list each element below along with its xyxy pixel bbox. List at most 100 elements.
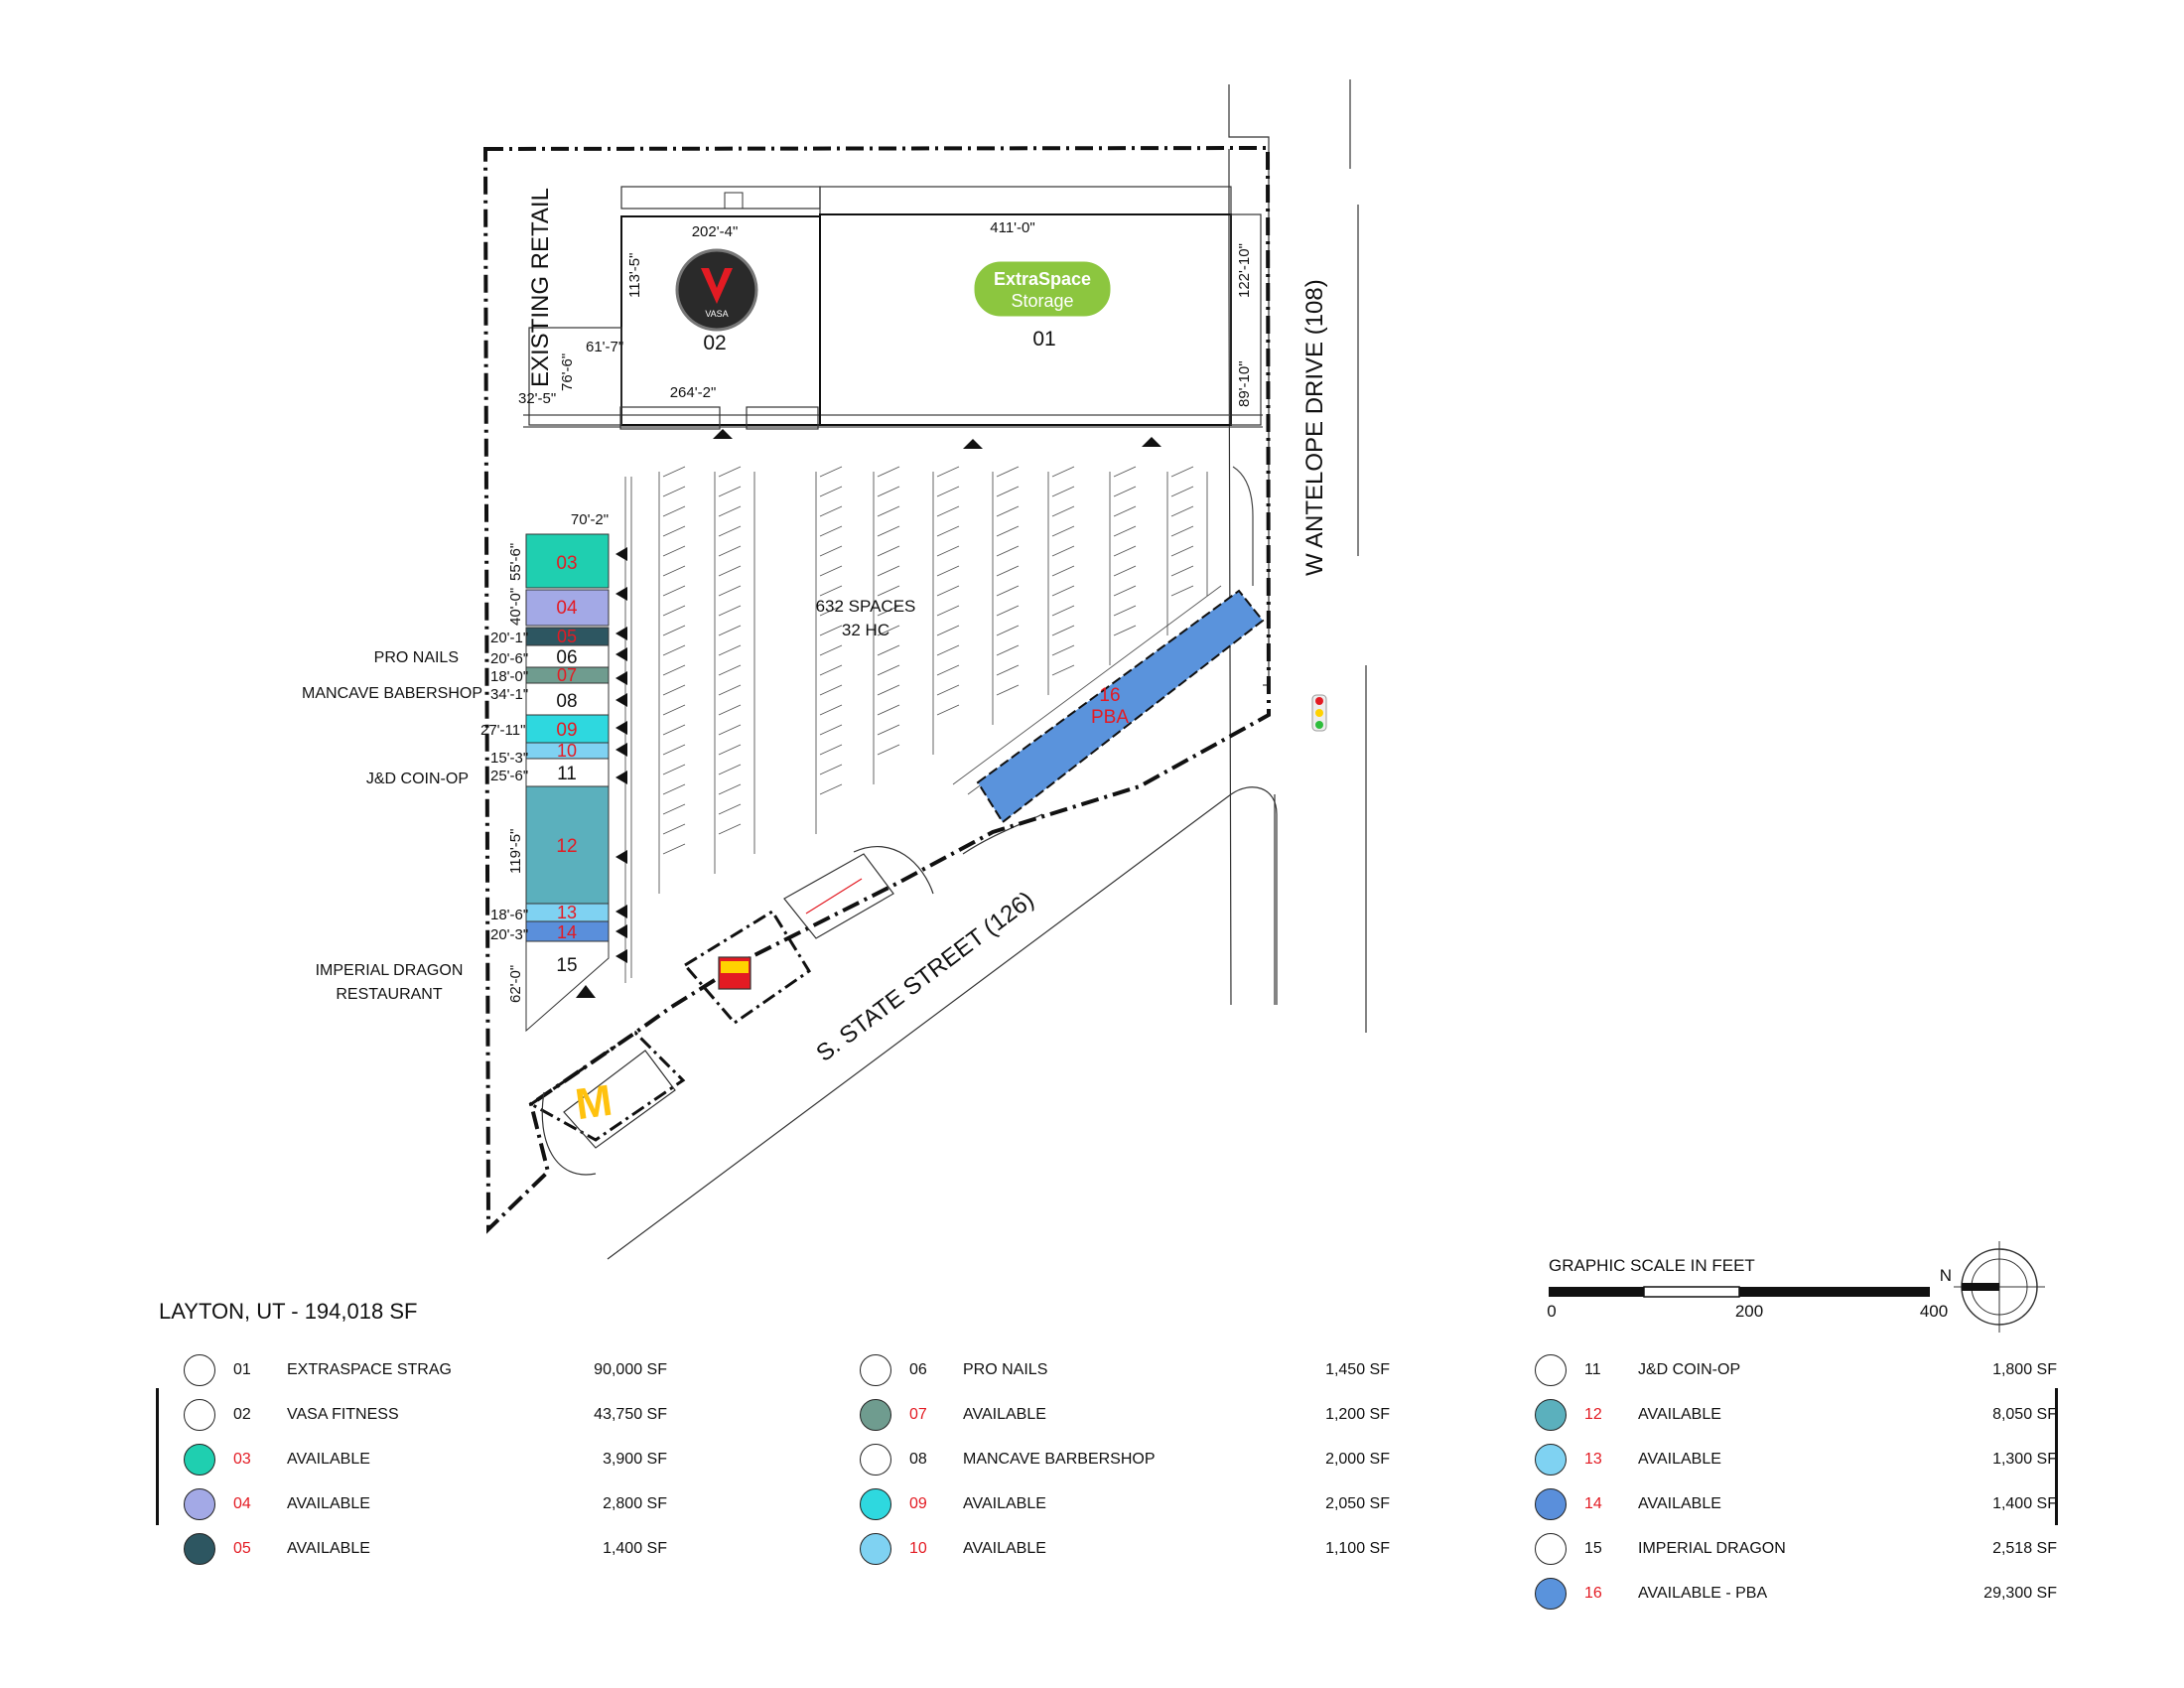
legend-sf: 2,800 SF xyxy=(603,1495,667,1512)
legend-item-05: 05 AVAILABLE 1,400 SF xyxy=(184,1529,667,1569)
scale-0: 0 xyxy=(1547,1302,1556,1321)
svg-text:ExtraSpace: ExtraSpace xyxy=(994,269,1091,289)
dim-61: 61'-7" xyxy=(586,339,623,355)
dim-20-3: 20'-3" xyxy=(490,926,528,943)
strip-building xyxy=(525,533,610,1033)
unit-16-pba[interactable] xyxy=(976,589,1265,824)
legend-name: AVAILABLE xyxy=(287,1540,370,1557)
dim-70: 70'-2" xyxy=(571,511,609,528)
legend-swatch xyxy=(860,1399,891,1431)
dimension-labels: 202'-4" 411'-0" 113'-5" 61'-7" 76'-6" 32… xyxy=(480,219,1253,1003)
dim-122: 122'-10" xyxy=(1236,243,1253,298)
legend-name: AVAILABLE xyxy=(1638,1406,1721,1423)
legend-number: 05 xyxy=(233,1540,251,1557)
legend-swatch xyxy=(184,1354,215,1386)
legend-sf: 3,900 SF xyxy=(603,1451,667,1468)
legend-sf: 1,200 SF xyxy=(1325,1406,1390,1423)
dim-32: 32'-5" xyxy=(518,390,556,407)
traffic-light-icon xyxy=(1311,694,1327,732)
antelope-drive-label: W ANTELOPE DRIVE (108) xyxy=(1301,279,1328,576)
legend-number: 02 xyxy=(233,1406,251,1423)
legend-swatch xyxy=(184,1444,215,1476)
dim-18-0: 18'-0" xyxy=(490,668,528,685)
main-building xyxy=(528,186,1262,430)
property-boundary xyxy=(482,145,1272,1234)
mancave-label: MANCAVE BABERSHOP xyxy=(302,685,482,702)
legend-name: AVAILABLE xyxy=(287,1451,370,1468)
unit-07-label: 07 xyxy=(557,665,577,685)
unit-12-label: 12 xyxy=(556,836,577,857)
legend-swatch xyxy=(184,1399,215,1431)
unit-01-label: 01 xyxy=(1032,328,1055,351)
legend-swatch xyxy=(1535,1354,1567,1386)
pro-nails-label: PRO NAILS xyxy=(374,649,459,666)
unit-08-label: 08 xyxy=(556,691,577,712)
jd-coin-label: J&D COIN-OP xyxy=(366,771,469,787)
legend-number: 09 xyxy=(909,1495,927,1512)
legend-bar-right xyxy=(2055,1388,2058,1525)
dim-18-6: 18'-6" xyxy=(490,907,528,923)
legend-sf: 29,300 SF xyxy=(1983,1585,2057,1602)
state-street-road xyxy=(607,786,1278,1260)
legend-bar-left xyxy=(156,1388,159,1525)
unit-09-label: 09 xyxy=(556,720,577,741)
legend-sf: 2,518 SF xyxy=(1992,1540,2057,1557)
legend-sf: 90,000 SF xyxy=(594,1361,667,1378)
imperial-label-1: IMPERIAL DRAGON xyxy=(316,962,464,979)
dim-25: 25'-6" xyxy=(490,768,528,784)
scale-title: GRAPHIC SCALE IN FEET xyxy=(1549,1256,1755,1275)
legend-sf: 1,100 SF xyxy=(1325,1540,1390,1557)
legend-sf: 8,050 SF xyxy=(1992,1406,2057,1423)
antelope-drive-road xyxy=(1228,79,1367,1033)
dim-40: 40'-0" xyxy=(507,588,524,626)
dim-55: 55'-6" xyxy=(507,543,524,581)
svg-text:VASA: VASA xyxy=(705,309,728,319)
legend-name: AVAILABLE xyxy=(963,1495,1046,1512)
parking-spaces-label: 632 SPACES xyxy=(816,597,916,616)
unit-16-sub-label: PBA xyxy=(1091,707,1129,728)
extraspace-logo: ExtraSpace Storage xyxy=(971,258,1114,320)
legend-sf: 1,400 SF xyxy=(603,1540,667,1557)
legend-swatch xyxy=(1535,1578,1567,1610)
legend-number: 06 xyxy=(909,1361,927,1378)
graphic-scale: GRAPHIC SCALE IN FEET 0 200 400 xyxy=(1547,1256,1948,1321)
legend-swatch xyxy=(860,1444,891,1476)
dim-89: 89'-10" xyxy=(1236,360,1253,407)
legend-swatch xyxy=(1535,1444,1567,1476)
dim-20-6: 20'-6" xyxy=(490,650,528,667)
legend-number: 07 xyxy=(909,1406,927,1423)
unit-02-label: 02 xyxy=(703,332,726,354)
north-label: N xyxy=(1940,1266,1952,1285)
state-street-label: S. STATE STREET (126) xyxy=(811,887,1038,1067)
dim-34: 34'-1" xyxy=(490,686,528,703)
legend-name: IMPERIAL DRAGON xyxy=(1638,1540,1786,1557)
dim-202: 202'-4" xyxy=(692,223,739,240)
legend-number: 15 xyxy=(1584,1540,1602,1557)
unit-16-label: 16 xyxy=(1099,685,1120,706)
legend-swatch xyxy=(184,1488,215,1520)
scale-200: 200 xyxy=(1735,1302,1763,1321)
dim-76: 76'-6" xyxy=(559,353,576,391)
pad-sites xyxy=(528,846,934,1176)
dim-113: 113'-5" xyxy=(626,253,643,298)
legend-swatch xyxy=(860,1533,891,1565)
entrance-markers xyxy=(576,429,1161,998)
legend-name: MANCAVE BARBERSHOP xyxy=(963,1451,1156,1468)
legend-number: 01 xyxy=(233,1361,251,1378)
legend-number: 14 xyxy=(1584,1495,1602,1512)
unit-10-label: 10 xyxy=(557,741,577,761)
svg-text:Storage: Storage xyxy=(1011,291,1073,311)
legend-title: LAYTON, UT - 194,018 SF xyxy=(159,1299,418,1324)
legend-name: PRO NAILS xyxy=(963,1361,1048,1378)
unit-14-label: 14 xyxy=(557,922,577,942)
legend-number: 04 xyxy=(233,1495,251,1512)
legend-name: J&D COIN-OP xyxy=(1638,1361,1741,1378)
